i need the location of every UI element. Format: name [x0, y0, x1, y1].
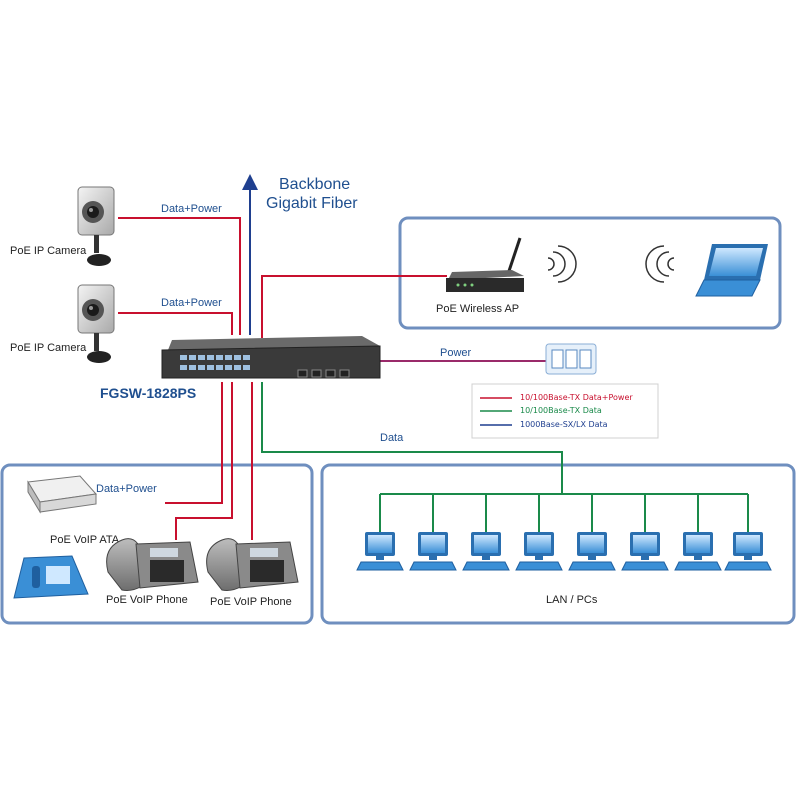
switch-model-label: FGSW-1828PS — [100, 385, 196, 401]
lan-group-box — [320, 463, 796, 625]
power-outlet-icon — [545, 343, 597, 375]
lan-tree — [379, 493, 749, 532]
laptop-icon — [695, 244, 768, 297]
backbone-label-line1: Backbone — [279, 176, 350, 193]
pc-icon — [621, 531, 669, 571]
wireless-ap: PoE Wireless AP — [436, 237, 524, 315]
wifi-signal-icon — [645, 245, 675, 283]
wireless-group-box — [398, 216, 782, 330]
ip-camera-icon — [77, 284, 115, 363]
legend-label-poe: 10/100Base-TX Data+Power — [520, 393, 633, 402]
legend-label-fiber: 1000Base-SX/LX Data — [520, 420, 608, 429]
pc-icon — [409, 531, 457, 571]
backbone-label-line2: Gigabit Fiber — [266, 195, 358, 212]
power-link-label: Power — [440, 347, 472, 359]
phone1-link-line — [175, 382, 233, 540]
lan-data-line — [261, 382, 563, 494]
voip-phone-2-label: PoE VoIP Phone — [210, 596, 292, 608]
access-point-icon — [446, 237, 524, 292]
ip-camera-2: PoE IP Camera — [10, 284, 115, 363]
voip-group-box — [0, 463, 314, 625]
voip-ata-label: PoE VoIP ATA — [50, 534, 120, 546]
voip-phone-1-label: PoE VoIP Phone — [106, 594, 188, 606]
ap-link-line — [261, 275, 447, 338]
switch-uplink-ports — [297, 369, 350, 378]
pc-icon — [568, 531, 616, 571]
camera2-link-line — [118, 312, 233, 335]
ata-link-label: Data+Power — [96, 483, 157, 495]
camera1-link-line — [118, 217, 241, 335]
desk-phone-icon — [13, 555, 89, 599]
lan-pcs — [356, 531, 772, 571]
camera-1-link-label: Data+Power — [161, 203, 222, 215]
poe-switch — [161, 336, 381, 379]
camera-2-link-label: Data+Power — [161, 297, 222, 309]
ata-link-line — [165, 382, 223, 504]
backbone-arrow-icon — [242, 174, 258, 190]
voip-phone-1: PoE VoIP Phone — [106, 538, 199, 606]
voip-phone-icon — [106, 538, 199, 591]
voip-phone-icon — [206, 538, 299, 591]
lan-label: LAN / PCs — [546, 594, 598, 606]
switch-ports — [180, 355, 250, 370]
pc-icon — [356, 531, 404, 571]
pc-icon — [515, 531, 563, 571]
pc-icon — [724, 531, 772, 571]
wireless-ap-label: PoE Wireless AP — [436, 303, 519, 315]
voip-ata-icon — [27, 475, 97, 514]
camera-2-label: PoE IP Camera — [10, 342, 87, 354]
camera-1-label: PoE IP Camera — [10, 245, 87, 257]
legend-label-data: 10/100Base-TX Data — [520, 406, 602, 415]
voip-ata: PoE VoIP ATA — [27, 475, 120, 546]
lan-data-label: Data — [380, 432, 404, 444]
wifi-signal-icon — [547, 245, 577, 283]
pc-icon — [674, 531, 722, 571]
ip-camera-icon — [77, 186, 115, 266]
pc-icon — [462, 531, 510, 571]
legend: 10/100Base-TX Data+Power 10/100Base-TX D… — [471, 383, 659, 439]
voip-phone-2: PoE VoIP Phone — [206, 538, 299, 608]
ip-camera-1: PoE IP Camera — [10, 186, 115, 266]
